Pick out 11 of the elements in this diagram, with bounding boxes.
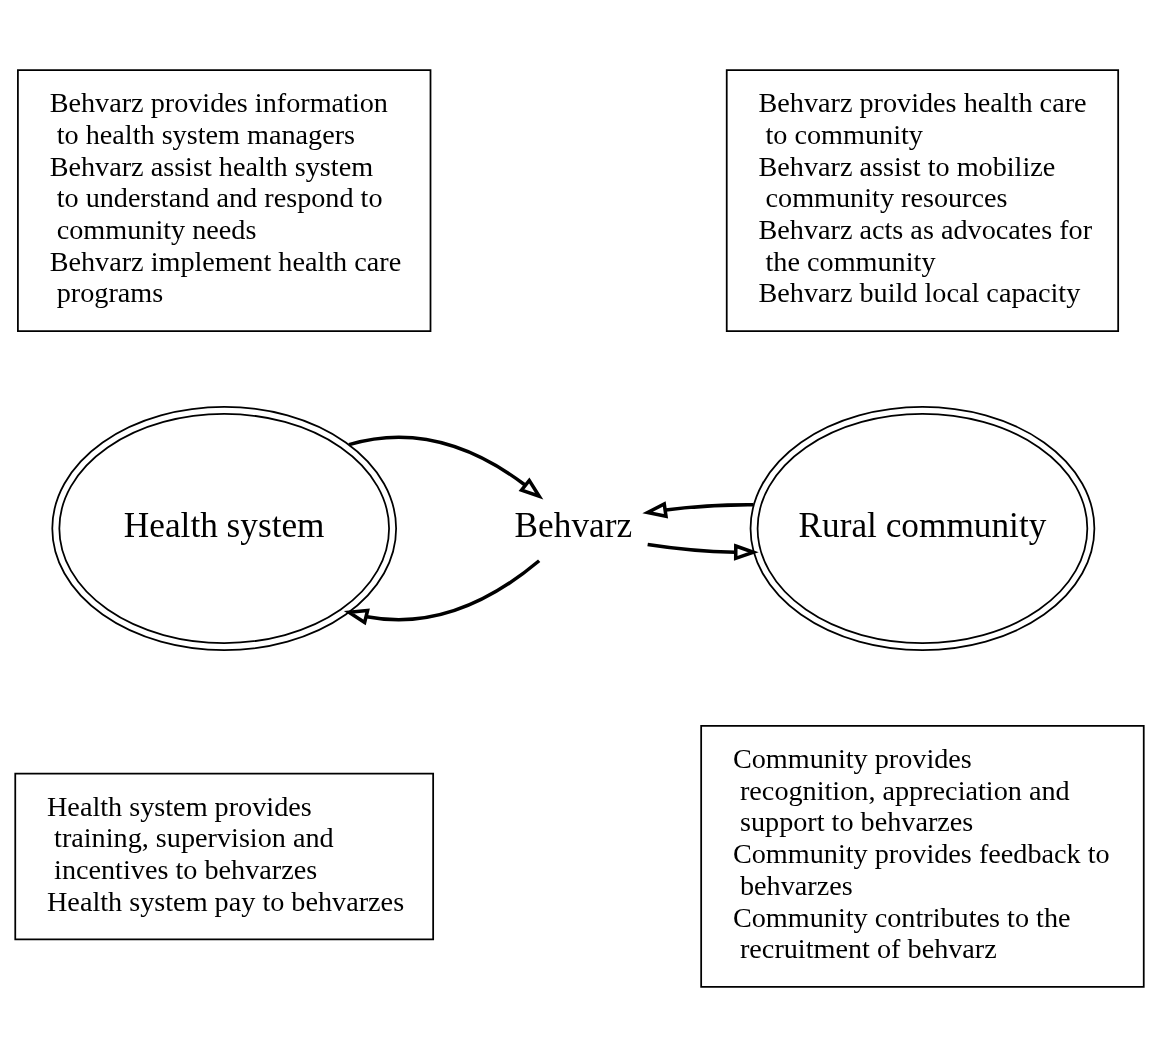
- arrow: [647, 542, 759, 561]
- arrow: [343, 559, 541, 626]
- node-box: Behvarz provides information to health system managers Behvarz assist health system to understand and respond to community needs Behvarz implement health care programs: [17, 69, 432, 332]
- node-box: Behvarz provides health care to community Behvarz assist to mobilize community resources Behvarz acts as advocates for the community Behvarz build local capacity: [725, 69, 1120, 332]
- node-ellipse: Health system: [51, 405, 397, 652]
- node-box: Health system provides training, supervision and incentives to behvarzes Health system pay to behvarzes: [14, 772, 435, 941]
- arrow: [348, 435, 544, 500]
- node-ellipse: Rural community: [749, 405, 1096, 652]
- node-text: Behvarz: [514, 506, 633, 546]
- node-box: Community provides recognition, appreciation and support to behvarzes Community provides feedback to behvarzes Community contributes to the recruitment of behvarz: [700, 725, 1145, 988]
- arrow: [642, 501, 754, 519]
